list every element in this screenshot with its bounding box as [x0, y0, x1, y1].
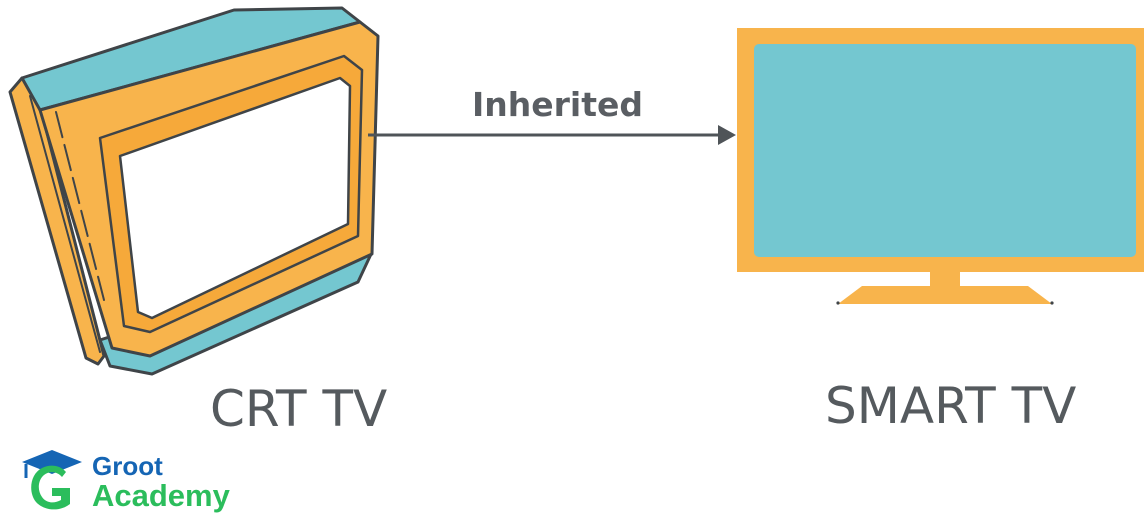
smart-tv-neck — [930, 272, 960, 290]
smart-tv-stand — [838, 286, 1052, 304]
crt-tv-label: CRT TV — [210, 380, 388, 438]
arrow-label: Inherited — [472, 85, 644, 124]
letter-g-shape — [31, 465, 70, 510]
crt-tv-illustration — [8, 6, 380, 376]
crt-side-line — [29, 95, 101, 353]
arrow-head — [718, 125, 736, 145]
smart-tv-label: SMART TV — [825, 377, 1077, 435]
crt-screen — [118, 76, 352, 320]
smart-tv-illustration — [737, 28, 1144, 305]
logo-text-academy: Academy — [92, 478, 230, 513]
crt-top-bezel — [20, 6, 362, 112]
smart-tv-stand-foot — [1050, 301, 1054, 305]
inheritance-arrow — [368, 125, 736, 145]
smart-tv-screen — [754, 44, 1136, 257]
mortarboard-shape — [22, 450, 82, 474]
crt-side-line — [55, 111, 105, 301]
groot-academy-logo: Groot Academy — [16, 448, 256, 514]
graduation-cap-g-icon — [22, 450, 82, 510]
smart-tv-stand-foot — [836, 301, 840, 305]
logo-text-groot: Groot — [92, 451, 163, 481]
